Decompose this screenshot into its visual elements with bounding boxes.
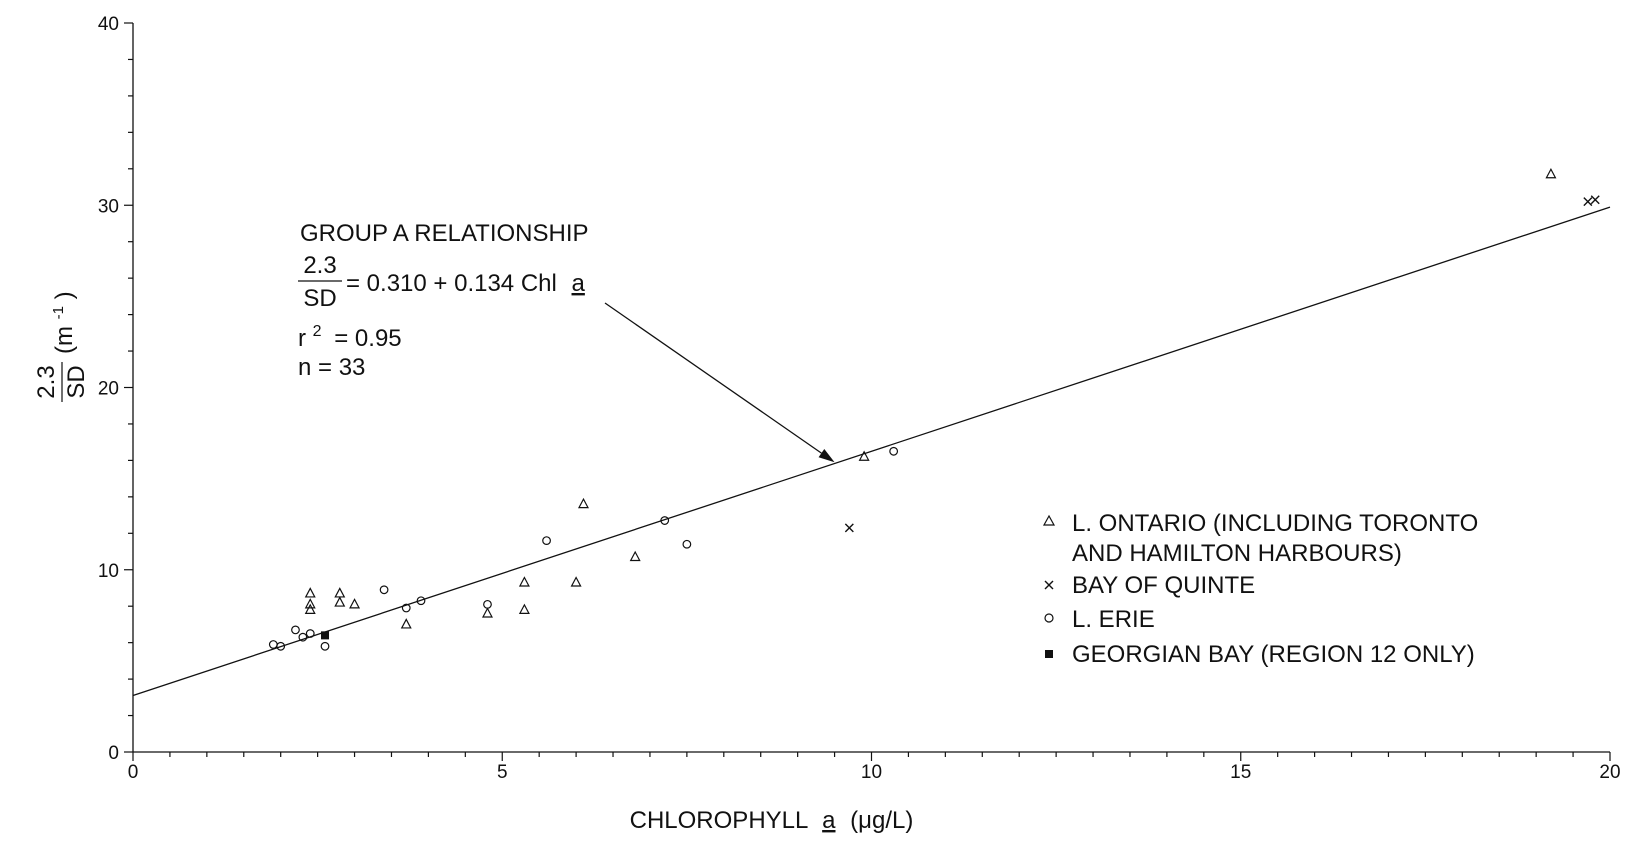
- data-point-triangle: [518, 576, 530, 587]
- data-point-triangle: [349, 598, 361, 609]
- x-tick-label: 20: [1599, 762, 1620, 783]
- data-point-triangle: [334, 587, 346, 598]
- data-point-triangle: [334, 596, 346, 607]
- legend-item-georgian: GEORGIAN BAY (REGION 12 ONLY): [1045, 641, 1475, 668]
- annotation-r2-value: = 0.95: [334, 325, 401, 352]
- x-axis-title-unit: (μg/L): [850, 807, 913, 834]
- annotation-equation-italic: a: [572, 270, 586, 297]
- annotation-n: n = 33: [298, 354, 365, 381]
- y-tick-label: 0: [108, 743, 119, 764]
- legend-item-quinte: BAY OF QUINTE: [1044, 572, 1255, 599]
- data-point-circle: [483, 599, 492, 609]
- x-tick-label: 15: [1230, 762, 1251, 783]
- legend: L. ONTARIO (INCLUDING TORONTO AND HAMILT…: [1042, 510, 1478, 668]
- annotation-r2-exp: 2: [313, 323, 322, 340]
- legend-item-erie: L. ERIE: [1044, 606, 1155, 633]
- y-axis-title-numerator: 2.3: [33, 365, 60, 398]
- data-point-circle: [320, 641, 330, 651]
- x-tick-label: 5: [497, 762, 508, 783]
- legend-item-ontario: L. ONTARIO (INCLUDING TORONTO AND HAMILT…: [1042, 510, 1478, 567]
- data-point-circle: [889, 446, 899, 456]
- data-point-circle: [401, 603, 411, 613]
- data-point-triangle: [400, 618, 412, 629]
- y-tick-label: 40: [98, 14, 119, 35]
- annotation: GROUP A RELATIONSHIP 2.3 SD = 0.310 + 0.…: [298, 220, 835, 463]
- data-point-circle: [542, 536, 551, 545]
- annotation-arrow-line: [604, 302, 822, 454]
- data-point-circle: [268, 640, 278, 649]
- data-point-triangle: [858, 450, 870, 461]
- data-point-triangle: [1545, 167, 1557, 179]
- data-point-circle: [416, 596, 426, 606]
- data-point-triangle: [304, 587, 316, 598]
- y-ticks: 0 10 20 30 40: [98, 14, 133, 764]
- annotation-r2-label: r: [298, 325, 306, 352]
- x-axis-title-main: CHLOROPHYLL: [630, 807, 808, 834]
- y-tick-label: 10: [98, 561, 119, 582]
- legend-square-icon: [1045, 650, 1053, 658]
- data-point-circle: [682, 539, 692, 549]
- annotation-equation: = 0.310 + 0.134 Chl a: [346, 270, 586, 297]
- y-tick-label: 20: [98, 379, 119, 400]
- regression-line: [132, 206, 1611, 697]
- y-axis-title-unit-close: ): [51, 291, 78, 299]
- legend-label-quinte: BAY OF QUINTE: [1072, 572, 1255, 599]
- x-ticks: 0 5 10 15 20: [128, 752, 1621, 783]
- annotation-fraction-numerator: 2.3: [303, 252, 336, 279]
- data-point-triangle: [570, 576, 582, 587]
- legend-circle-icon: [1044, 613, 1054, 623]
- legend-x-icon-b: [1044, 580, 1054, 590]
- data-point-circle: [379, 585, 389, 595]
- data-points: [268, 167, 1600, 651]
- y-axis-title-denominator: SD: [63, 365, 90, 398]
- legend-label-ontario-line2: AND HAMILTON HARBOURS): [1072, 540, 1402, 567]
- annotation-r2: r 2 = 0.95: [298, 315, 402, 352]
- data-point-triangle: [481, 607, 493, 618]
- annotation-arrow-head: [818, 448, 835, 463]
- data-point-circle: [298, 632, 308, 642]
- data-point-triangle: [518, 603, 530, 614]
- axes: 0 5 10 15 20 0 10 20 30 40: [98, 14, 1621, 783]
- data-point-triangle: [629, 550, 641, 562]
- x-tick-label: 10: [861, 762, 882, 783]
- data-point-circle: [660, 516, 670, 525]
- data-point-square: [321, 631, 330, 640]
- data-point-triangle: [304, 598, 316, 609]
- x-axis-title-italic: a: [822, 807, 836, 834]
- data-point-triangle: [304, 603, 316, 614]
- data-point-x: [844, 523, 854, 533]
- legend-label-erie: L. ERIE: [1072, 606, 1155, 633]
- y-axis-title-unit-exp: -1: [50, 306, 67, 319]
- data-point-x: [1583, 197, 1593, 207]
- legend-triangle-icon: [1042, 514, 1056, 526]
- annotation-fraction-denominator: SD: [303, 285, 336, 312]
- data-point-x: [1590, 195, 1600, 205]
- legend-label-georgian: GEORGIAN BAY (REGION 12 ONLY): [1072, 641, 1475, 668]
- data-point-circle: [291, 625, 300, 635]
- y-tick-label: 30: [98, 196, 119, 217]
- data-point-circle: [305, 629, 315, 638]
- legend-label-ontario: L. ONTARIO (INCLUDING TORONTO: [1072, 510, 1478, 537]
- x-axis-title: CHLOROPHYLL a (μg/L): [630, 807, 914, 834]
- y-axis-title-unit: (m -1 ): [42, 291, 78, 354]
- x-tick-label: 0: [128, 762, 139, 783]
- data-point-circle: [276, 641, 286, 651]
- y-axis-title-unit-open: (m: [51, 326, 78, 354]
- annotation-title: GROUP A RELATIONSHIP: [300, 220, 589, 247]
- data-point-triangle: [577, 497, 589, 509]
- y-axis-title: 2.3 SD (m -1 ): [33, 291, 90, 402]
- annotation-equation-main: = 0.310 + 0.134 Chl: [346, 270, 557, 297]
